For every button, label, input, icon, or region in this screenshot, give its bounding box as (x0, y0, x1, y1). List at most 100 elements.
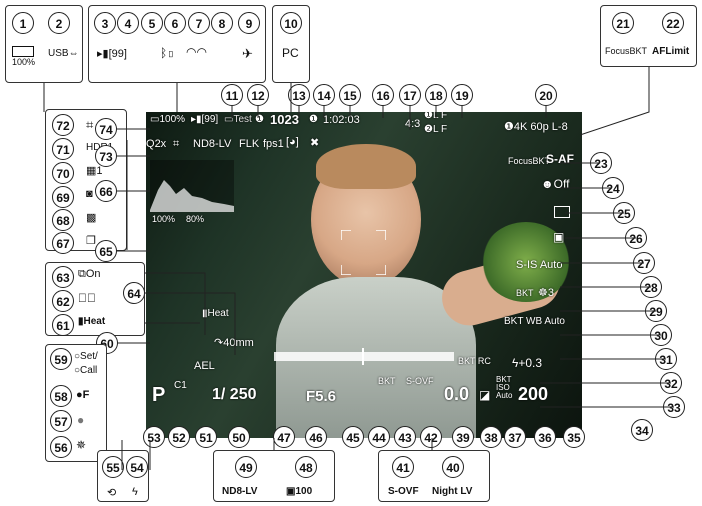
vf-ael: AEL (194, 360, 215, 372)
vf-is: S-IS Auto (516, 259, 563, 271)
callout-60: 60 (96, 332, 118, 354)
callout-65: 65 (95, 240, 117, 262)
vf-card-slot-2: ❶ (309, 114, 318, 125)
high-res-icon: ▩ (86, 212, 97, 224)
callout-68: 68 (52, 209, 74, 231)
callout-24: 24 (602, 177, 624, 199)
callout-56: 56 (50, 436, 72, 458)
metering-icon: ◙ (86, 188, 93, 200)
wifi-icon: ◠◠ (186, 45, 207, 59)
nd-filter-label: ND8-LV (222, 486, 258, 497)
vf-sovf: S-OVF (406, 376, 434, 386)
vf-card: ▸▮[99] (191, 114, 219, 125)
callout-52: 52 (168, 426, 190, 448)
art-filter-icon: ✵ (76, 438, 87, 452)
vf-picture-mode: ☸3 (538, 287, 554, 299)
callout-40: 40 (442, 456, 464, 478)
vf-grid-mark: ⌗ (173, 138, 180, 150)
bluetooth-icon: ᛒ▯ (160, 46, 175, 60)
heat-warning-icon: ▮Heat (78, 316, 106, 327)
vf-hist-bat1: 100% (152, 214, 176, 224)
callout-8: 8 (211, 12, 233, 34)
callout-64: 64 (123, 282, 145, 304)
usb-power-icon: USB⇔ (48, 48, 79, 59)
vf-flk: FLK (239, 138, 260, 150)
callout-14: 14 (313, 84, 335, 106)
callout-2: 2 (48, 12, 70, 34)
callout-62: 62 (52, 290, 74, 312)
vf-ev: 0.0 (444, 384, 470, 404)
callout-74: 74 (95, 118, 117, 140)
vf-video-quality: ❶4K 60p L-8 (504, 121, 568, 133)
vf-custom: C1 (174, 380, 187, 391)
callout-37: 37 (504, 426, 526, 448)
vf-flash-comp: ϟ+0.3 (512, 356, 543, 370)
vf-focus-bkt: FocusBKT (508, 156, 551, 166)
battery-icon: 100% (12, 46, 35, 67)
callout-38: 38 (480, 426, 502, 448)
callout-69: 69 (52, 186, 74, 208)
grid-icon: ⌗ (86, 117, 94, 132)
vf-bkt-label: BKT (516, 288, 534, 298)
vf-iso: 200 (518, 384, 549, 404)
s-ovf-label: S-OVF (388, 486, 419, 497)
focus-bkt-label: FocusBKT (605, 46, 648, 56)
vf-exposure-comp-icon: ◪ (479, 388, 491, 402)
callout-13: 13 (288, 84, 310, 106)
callout-44: 44 (368, 426, 390, 448)
callout-54: 54 (126, 456, 148, 478)
callout-41: 41 (392, 456, 414, 478)
vf-iso-label: BKT ISO Auto (496, 375, 513, 400)
callout-16: 16 (372, 84, 394, 106)
callout-67: 67 (52, 232, 74, 254)
callout-48: 48 (295, 456, 317, 478)
callout-22: 22 (662, 12, 684, 34)
callout-45: 45 (342, 426, 364, 448)
call-label: ○Call (74, 365, 98, 376)
af-f-icon: ●F (76, 389, 90, 401)
callout-11: 11 (221, 84, 243, 106)
vf-test: ▭Test (224, 114, 252, 125)
vf-quality-1: ❶L F (424, 112, 448, 121)
callout-17: 17 (399, 84, 421, 106)
card-write-icon: ▸▮[99] (97, 48, 127, 60)
callout-73: 73 (95, 145, 117, 167)
night-lv-label: Night LV (432, 486, 473, 497)
callout-5: 5 (141, 12, 163, 34)
callout-72: 72 (52, 114, 74, 136)
callout-51: 51 (195, 426, 217, 448)
vf-frames: 1023 (270, 112, 299, 127)
vf-metering: ▣ (553, 230, 565, 244)
callout-39: 39 (452, 426, 474, 448)
vf-focal-length: ↷40mm (214, 337, 254, 349)
af-dot-icon: ● (77, 413, 85, 427)
callout-34: 34 (631, 419, 653, 441)
callout-35: 35 (563, 426, 585, 448)
callout-20: 20 (535, 84, 557, 106)
callout-10: 10 (280, 12, 302, 34)
callout-19: 19 (451, 84, 473, 106)
flash-icon: ϟ (132, 486, 138, 498)
vf-mode: P (152, 384, 166, 406)
vf-fnumber: F5.6 (306, 388, 337, 405)
burst-count-label: ▣100 (286, 486, 313, 497)
callout-66: 66 (95, 180, 117, 202)
callout-15: 15 (339, 84, 361, 106)
callout-55: 55 (102, 456, 124, 478)
live-composite-icon: ❐ (86, 235, 96, 247)
vf-aspect: 4:3 (405, 118, 421, 130)
callout-49: 49 (235, 456, 257, 478)
vf-drive-frame (554, 206, 570, 218)
vf-zoom: Q2x (146, 138, 167, 150)
child-hair (316, 144, 416, 189)
callout-36: 36 (534, 426, 556, 448)
vf-hist-bat2: 80% (186, 214, 205, 224)
leaf-bunch (481, 222, 571, 302)
callout-63: 63 (52, 266, 74, 288)
vf-af-limit-mark: ✖ (310, 137, 320, 149)
vf-shutter: 1/ 250 (212, 386, 257, 403)
callout-46: 46 (305, 426, 327, 448)
vf-quality-2: ❷L F (424, 124, 448, 135)
af-limit-label: AFLimit (652, 46, 690, 57)
callout-12: 12 (247, 84, 269, 106)
